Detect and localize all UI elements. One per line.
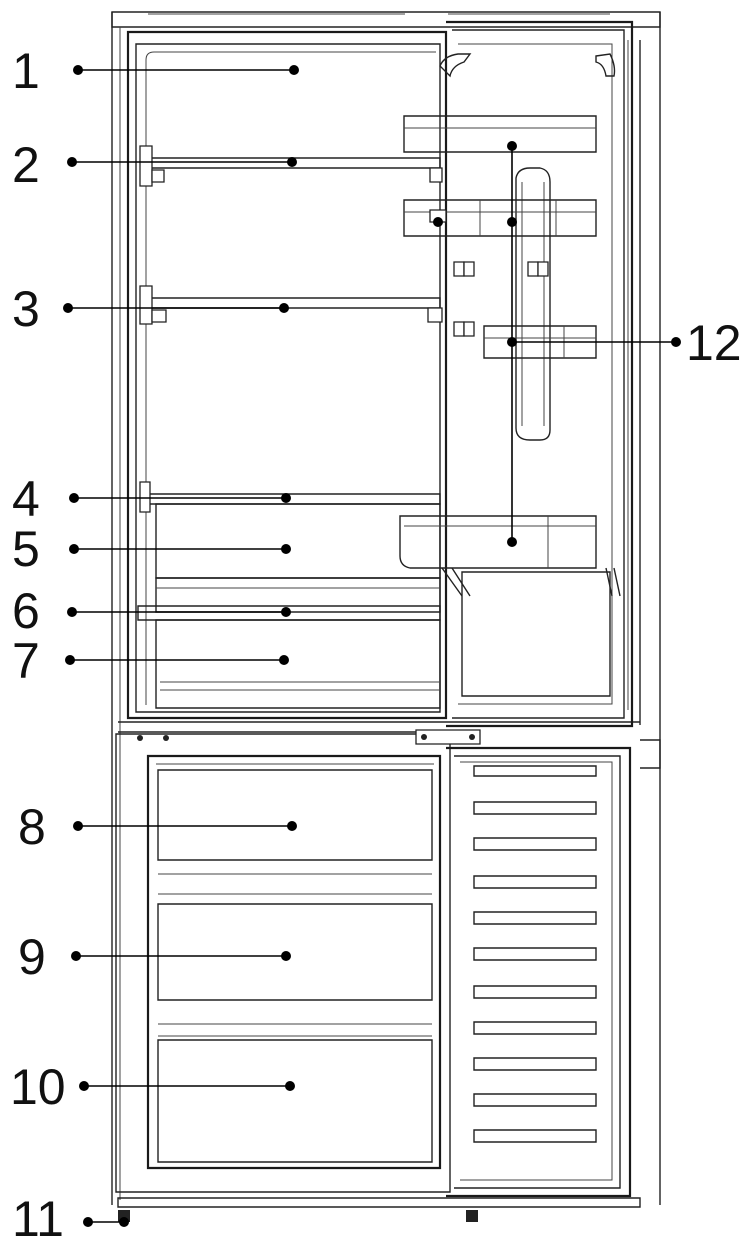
cabinet-outline [111,11,661,1208]
freezer-compartment [115,729,481,1193]
label-4: 4 [12,471,40,527]
label-2: 2 [12,137,40,193]
callout-labels: 1 2 3 4 5 6 7 8 9 10 11 12 [10,43,742,1237]
label-5: 5 [12,521,40,577]
freezer-drawer-bottom [157,1039,433,1163]
door-rack-egg [403,199,597,237]
crisper-cover [155,503,441,579]
upper-shelf [139,145,443,187]
label-10: 10 [10,1059,66,1115]
leader-lines [70,69,676,1223]
label-3: 3 [12,281,40,337]
door-handle-rails [439,53,616,441]
fridge-compartment [118,30,640,733]
label-8: 8 [18,799,46,855]
callout-dots [63,65,681,1227]
crisper-drawer-lower [155,619,441,709]
fridge-door [446,20,634,728]
door-rack-bottle [399,515,621,597]
adjustable-feet [118,1210,478,1222]
freezer-drawer-middle [157,903,433,1037]
label-9: 9 [18,929,46,985]
label-12: 12 [686,315,742,371]
freezer-drawer-top [157,769,433,895]
label-6: 6 [12,583,40,639]
door-rack-top [403,115,597,153]
label-1: 1 [12,43,40,99]
label-7: 7 [12,633,40,689]
door-clips [453,261,549,337]
middle-shelf [139,285,443,325]
label-11: 11 [12,1191,64,1237]
freezer-door [446,739,661,1198]
freezer-door-slots [473,765,597,1143]
